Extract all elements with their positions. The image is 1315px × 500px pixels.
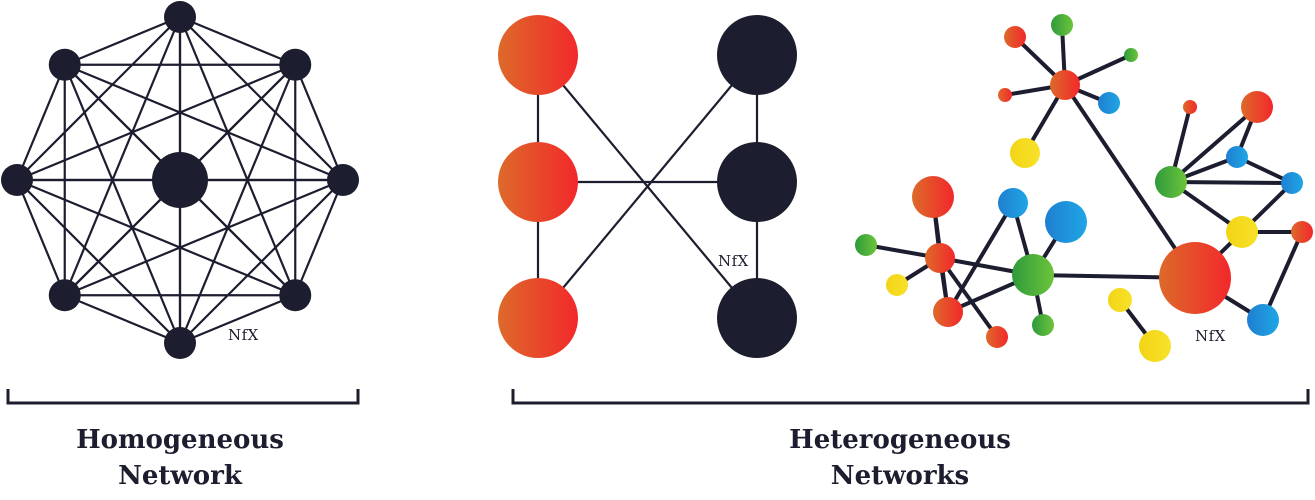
- caption-line: Heterogeneous: [789, 425, 1011, 455]
- edge: [63, 64, 182, 344]
- colorful-network: [855, 14, 1313, 362]
- green-node: [1124, 48, 1138, 62]
- edge: [938, 256, 999, 339]
- brand-mark: NfX: [718, 252, 749, 270]
- yellow-node: [1010, 138, 1040, 168]
- caption-line: Homogeneous: [76, 425, 284, 455]
- blue-node: [1045, 201, 1087, 243]
- edge: [15, 64, 66, 181]
- orange-node: [912, 176, 954, 218]
- bipartite-network: [498, 15, 797, 358]
- dark-node: [1, 164, 33, 196]
- yellow-node: [886, 274, 908, 296]
- blue-node: [1226, 146, 1248, 168]
- edge: [1063, 83, 1197, 280]
- edge: [64, 294, 181, 345]
- edge: [179, 294, 296, 345]
- brand-mark: NfX: [228, 326, 259, 344]
- edge: [64, 15, 181, 66]
- yellow-node: [1139, 330, 1171, 362]
- caption-line: Networks: [830, 461, 970, 491]
- edge: [64, 178, 344, 297]
- orange-node: [1050, 70, 1080, 100]
- orange-node: [998, 88, 1012, 102]
- edge: [294, 179, 345, 296]
- homogeneous-caption: Homogeneous Network: [30, 422, 330, 494]
- orange-node: [498, 278, 578, 358]
- green-node: [1155, 166, 1187, 198]
- dark-node: [48, 279, 81, 312]
- blue-node: [998, 188, 1028, 218]
- green-node: [1051, 14, 1073, 36]
- blue-node: [1247, 304, 1279, 336]
- heterogeneous-bracket: [511, 389, 1310, 405]
- brand-mark: NfX: [1195, 327, 1226, 345]
- edge: [178, 64, 297, 344]
- edge: [15, 179, 66, 296]
- dark-node: [327, 164, 359, 196]
- edge: [179, 15, 296, 66]
- dark-node: [717, 278, 797, 358]
- dark-node: [279, 48, 312, 81]
- edge: [946, 201, 1015, 314]
- edge: [1169, 180, 1294, 185]
- dark-node: [279, 279, 312, 312]
- edge: [64, 63, 344, 182]
- orange-node: [986, 326, 1008, 348]
- edge: [1261, 230, 1304, 322]
- orange-node: [1291, 221, 1313, 243]
- orange-node: [1004, 26, 1026, 48]
- homogeneous-nodes: [1, 1, 359, 359]
- edge: [294, 64, 345, 181]
- orange-node: [1241, 91, 1273, 123]
- heterogeneous-caption: Heterogeneous Networks: [700, 422, 1100, 494]
- green-node: [1032, 314, 1054, 336]
- edge: [537, 54, 758, 319]
- edge: [16, 63, 296, 182]
- orange-node: [1183, 100, 1197, 114]
- dark-node: [48, 48, 81, 81]
- dark-node: [717, 142, 797, 222]
- green-node: [855, 234, 877, 256]
- blue-node: [1098, 92, 1120, 114]
- homogeneous-network: [1, 1, 359, 359]
- edge: [178, 16, 297, 296]
- edge: [63, 16, 182, 296]
- yellow-node: [1226, 216, 1258, 248]
- green-node: [1012, 254, 1054, 296]
- hub-node: [152, 152, 208, 208]
- orange-node: [925, 243, 955, 273]
- edge: [1169, 105, 1259, 184]
- homogeneous-bracket: [6, 389, 360, 405]
- dark-node: [164, 327, 196, 359]
- edge: [16, 178, 296, 297]
- orange-node: [1159, 242, 1231, 314]
- yellow-node: [1108, 288, 1132, 312]
- dark-node: [717, 15, 797, 95]
- orange-node: [498, 15, 578, 95]
- blue-node: [1281, 172, 1303, 194]
- orange-node: [933, 297, 963, 327]
- caption-line: Network: [118, 461, 242, 491]
- dark-node: [164, 1, 196, 33]
- orange-node: [498, 142, 578, 222]
